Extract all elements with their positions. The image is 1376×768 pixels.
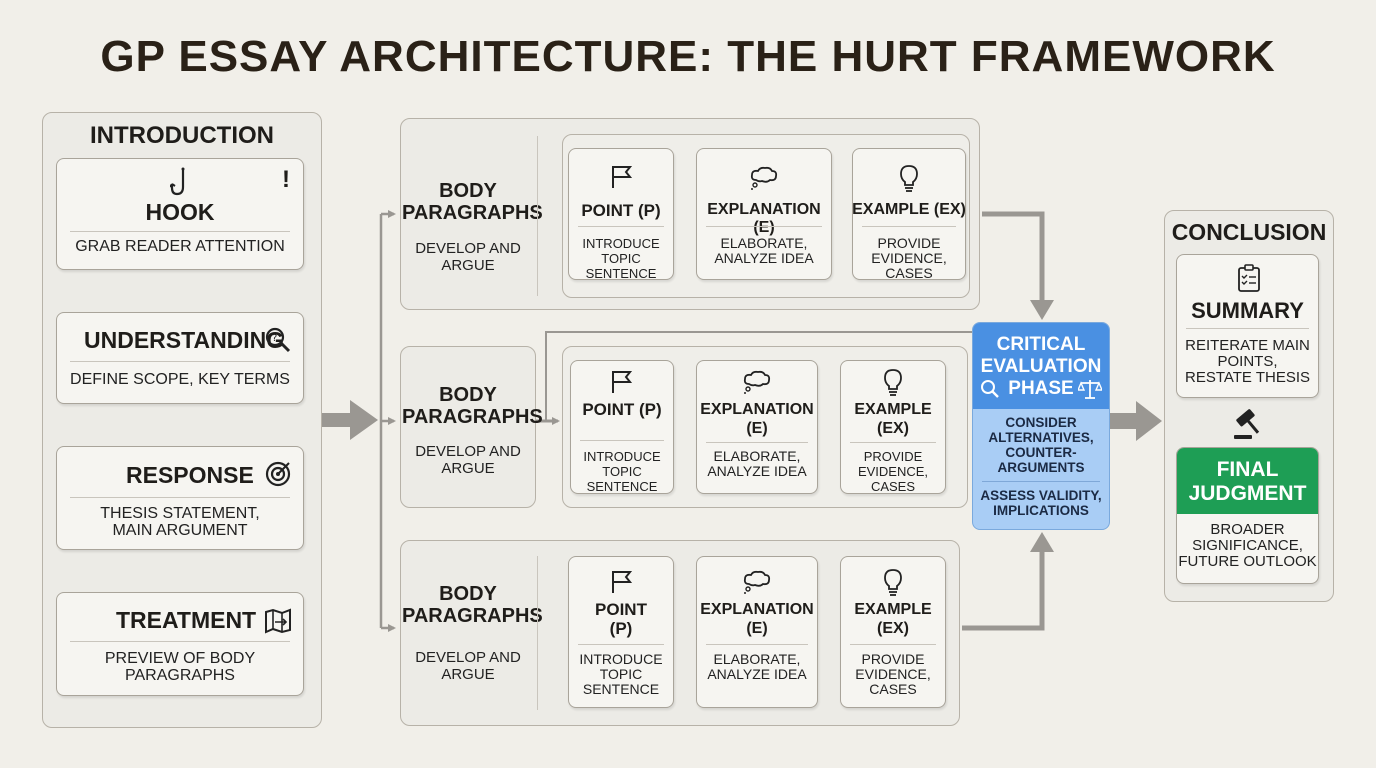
row2-explanation-desc: ELABORATE, ANALYZE IDEA [707,448,807,479]
row3-example-card [840,556,946,708]
thought-bubble-icon [743,370,771,394]
row2-example-label: EXAMPLE (EX) [854,401,932,437]
row3-example-desc: PROVIDE EVIDENCE, CASES [855,651,931,697]
row3-explanation-label: EXPLANATION (E) [700,601,814,637]
divider [70,361,290,362]
thought-bubble-icon [743,570,771,594]
row2-loop-line [545,331,972,421]
row2-explanation-card [696,360,818,494]
critical-evaluation-desc-2: ASSESS VALIDITY, IMPLICATIONS [980,488,1102,518]
row1-example-card [852,148,966,280]
fishhook-icon [170,167,185,196]
target-icon [265,461,291,487]
hook-label: HOOK [145,199,215,225]
response-label: RESPONSE [126,462,254,488]
body-row-2-desc: DEVELOP AND ARGUE [415,443,521,477]
row1-point-card [568,148,674,280]
divider [70,641,290,642]
row3-example-label: EXAMPLE (EX) [854,601,932,637]
body-row-3-desc: DEVELOP AND ARGUE [415,649,521,683]
row2-example-card [840,360,946,494]
divider [850,442,936,443]
body-row-2-title: BODY PARAGRAPHS [402,384,543,428]
divider [982,481,1100,482]
row1-point-desc: INTRODUCE TOPIC SENTENCE [582,236,660,281]
row2-example-desc: PROVIDE EVIDENCE, CASES [857,449,929,494]
understanding-card [56,312,304,404]
divider [70,497,290,498]
magnifier-icon [981,380,999,398]
divider [580,440,664,441]
conclusion-title: CONCLUSION [1171,219,1327,245]
divider [862,226,956,227]
divider [537,136,538,296]
introduction-title: INTRODUCTION [90,122,274,149]
body-row-2-panel [400,346,536,508]
row1-to-eval-arrow [982,211,1045,312]
map-icon [265,608,291,634]
treatment-label: TREATMENT [116,607,257,633]
divider [706,644,808,645]
divider [70,231,290,232]
flag-icon [612,571,633,593]
flag-icon [612,371,633,393]
treatment-card [56,592,304,696]
body-row-3-title: BODY PARAGRAPHS [402,583,543,627]
magnifier-icon: ? [265,327,291,353]
understanding-desc: DEFINE SCOPE, KEY TERMS [70,371,290,388]
row3-to-eval-arrow [962,548,1045,631]
row2-point-label: POINT (P) [582,400,662,419]
divider [578,644,664,645]
row3-point-label: POINT (P) [595,600,647,638]
body-row-1-title: BODY PARAGRAPHS [402,180,543,224]
row1-explanation-label: EXPLANATION (E) [707,201,821,236]
row1-point-label: POINT (P) [581,201,661,220]
summary-desc: REITERATE MAIN POINTS, RESTATE THESIS [1184,337,1311,386]
gavel-icon [1234,409,1260,439]
hook-mark: ! [282,166,290,193]
lightbulb-icon [884,569,902,596]
branch-arrows [379,210,396,632]
hook-card [56,158,304,270]
eval-to-conclusion-arrow [1110,401,1162,441]
row1-explanation-card [696,148,832,280]
lightbulb-icon [900,165,918,192]
summary-card [1176,254,1319,398]
body-row-1-desc: DEVELOP AND ARGUE [415,240,521,274]
divider [578,226,664,227]
row2-explanation-label: EXPLANATION (E) [700,401,814,437]
row1-explanation-desc: ELABORATE, ANALYZE IDEA [714,235,814,266]
final-judgment-desc: BROADER SIGNIFICANCE, FUTURE OUTLOOK [1178,521,1317,570]
critical-evaluation-desc-1: CONSIDER ALTERNATIVES, COUNTER- ARGUMENT… [988,415,1094,475]
scales-icon [1078,380,1102,399]
row2-point-desc: INTRODUCE TOPIC SENTENCE [583,449,661,494]
summary-label: SUMMARY [1191,298,1304,323]
row1-example-label: EXAMPLE (EX) [852,201,966,218]
divider [850,644,936,645]
divider [706,226,822,227]
divider [1186,328,1309,329]
intro-to-body-arrow [322,400,378,440]
final-judgment-label: FINAL JUDGMENT [1188,458,1307,505]
divider [537,556,538,710]
row3-point-desc: INTRODUCE TOPIC SENTENCE [579,651,663,697]
page-title: GP ESSAY ARCHITECTURE: THE HURT FRAMEWOR… [100,32,1276,81]
lightbulb-icon [884,369,902,396]
divider [706,442,808,443]
understanding-label: UNDERSTANDING [84,327,285,353]
row3-explanation-card [696,556,818,708]
row3-explanation-desc: ELABORATE, ANALYZE IDEA [707,651,807,682]
response-card [56,446,304,550]
response-desc: THESIS STATEMENT, MAIN ARGUMENT [100,505,260,539]
flag-icon [612,166,633,188]
final-judgment-header [1177,448,1318,514]
thought-bubble-icon [750,166,778,190]
svg-text:?: ? [272,333,277,344]
treatment-desc: PREVIEW OF BODY PARAGRAPHS [104,650,256,684]
hook-desc: GRAB READER ATTENTION [75,238,285,255]
row1-example-desc: PROVIDE EVIDENCE, CASES [871,235,947,281]
critical-evaluation-title: CRITICAL EVALUATION PHASE [980,334,1102,399]
clipboard-icon [1238,264,1260,292]
